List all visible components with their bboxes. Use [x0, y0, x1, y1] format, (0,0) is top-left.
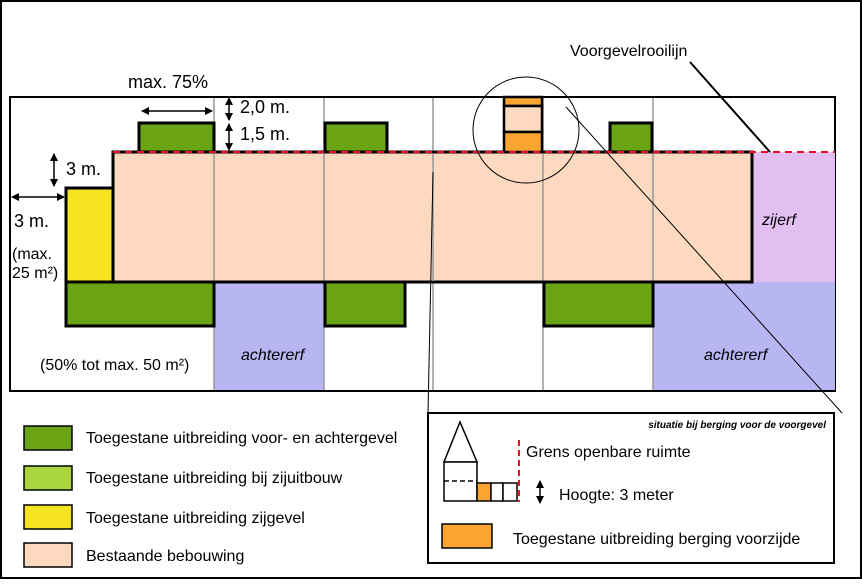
callout-circle	[472, 76, 580, 184]
max75-label: max. 75%	[128, 72, 208, 92]
house-side-view	[442, 420, 518, 502]
achtererf-zone-left	[214, 282, 324, 390]
inset-title: situatie bij berging voor de voorgevel	[648, 420, 826, 431]
front-extension-1	[137, 121, 216, 154]
voorgevelrooilijn-leader	[689, 61, 771, 153]
d3-top-label: 3 m.	[66, 159, 101, 179]
legend-swatch-bestaande	[23, 542, 73, 568]
legend-swatch-berging	[441, 523, 493, 549]
hoogte-label: Hoogte: 3 meter	[559, 487, 674, 504]
rear-extension-1	[64, 280, 216, 328]
achtererf-label-left: achtererf	[241, 347, 306, 364]
achtererf-label-right: achtererf	[704, 347, 769, 364]
h15-label: 1,5 m.	[240, 124, 290, 144]
callout-leader-left	[427, 171, 434, 414]
fifty-percent-label: (50% tot max. 50 m²)	[40, 357, 189, 374]
grens-label: Grens openbare ruimte	[526, 444, 691, 461]
rear-extension-2	[323, 280, 407, 328]
side-extension	[64, 186, 115, 284]
callout-leader-right	[565, 106, 843, 414]
max25-label-a: (max.	[12, 246, 52, 263]
front-extension-3	[608, 121, 654, 154]
legend-swatch-zijgevel	[23, 504, 73, 530]
berging-top	[502, 95, 544, 108]
legend: Toegestane uitbreiding voor- en achterge…	[23, 425, 397, 568]
voorgevelrooilijn-label: Voorgevelrooilijn	[570, 43, 687, 60]
berging-bottom	[502, 130, 544, 154]
legend-swatch-voor-achtergevel	[23, 425, 73, 451]
front-extension-2	[323, 121, 389, 154]
achtererf-zone-right	[653, 282, 835, 390]
legend-label-voor-achtergevel: Toegestane uitbreiding voor- en achterge…	[86, 430, 397, 447]
max25-label-b: 25 m²)	[12, 265, 58, 282]
berging-middle	[502, 104, 544, 134]
rear-extension-3	[542, 280, 655, 328]
legend-label-zijuitbouw: Toegestane uitbreiding bij zijuitbouw	[86, 470, 343, 487]
zijerf-zone	[752, 152, 835, 282]
legend-label-bestaande: Bestaande bebouwing	[86, 548, 244, 565]
legend-label-berging: Toegestane uitbreiding berging voorzijde	[513, 531, 800, 548]
legend-swatch-zijuitbouw	[23, 465, 73, 491]
h20-label: 2,0 m.	[240, 97, 290, 117]
legend-label-zijgevel: Toegestane uitbreiding zijgevel	[86, 510, 305, 527]
zijerf-label: zijerf	[761, 212, 797, 229]
d3-left-label: 3 m.	[14, 211, 49, 231]
